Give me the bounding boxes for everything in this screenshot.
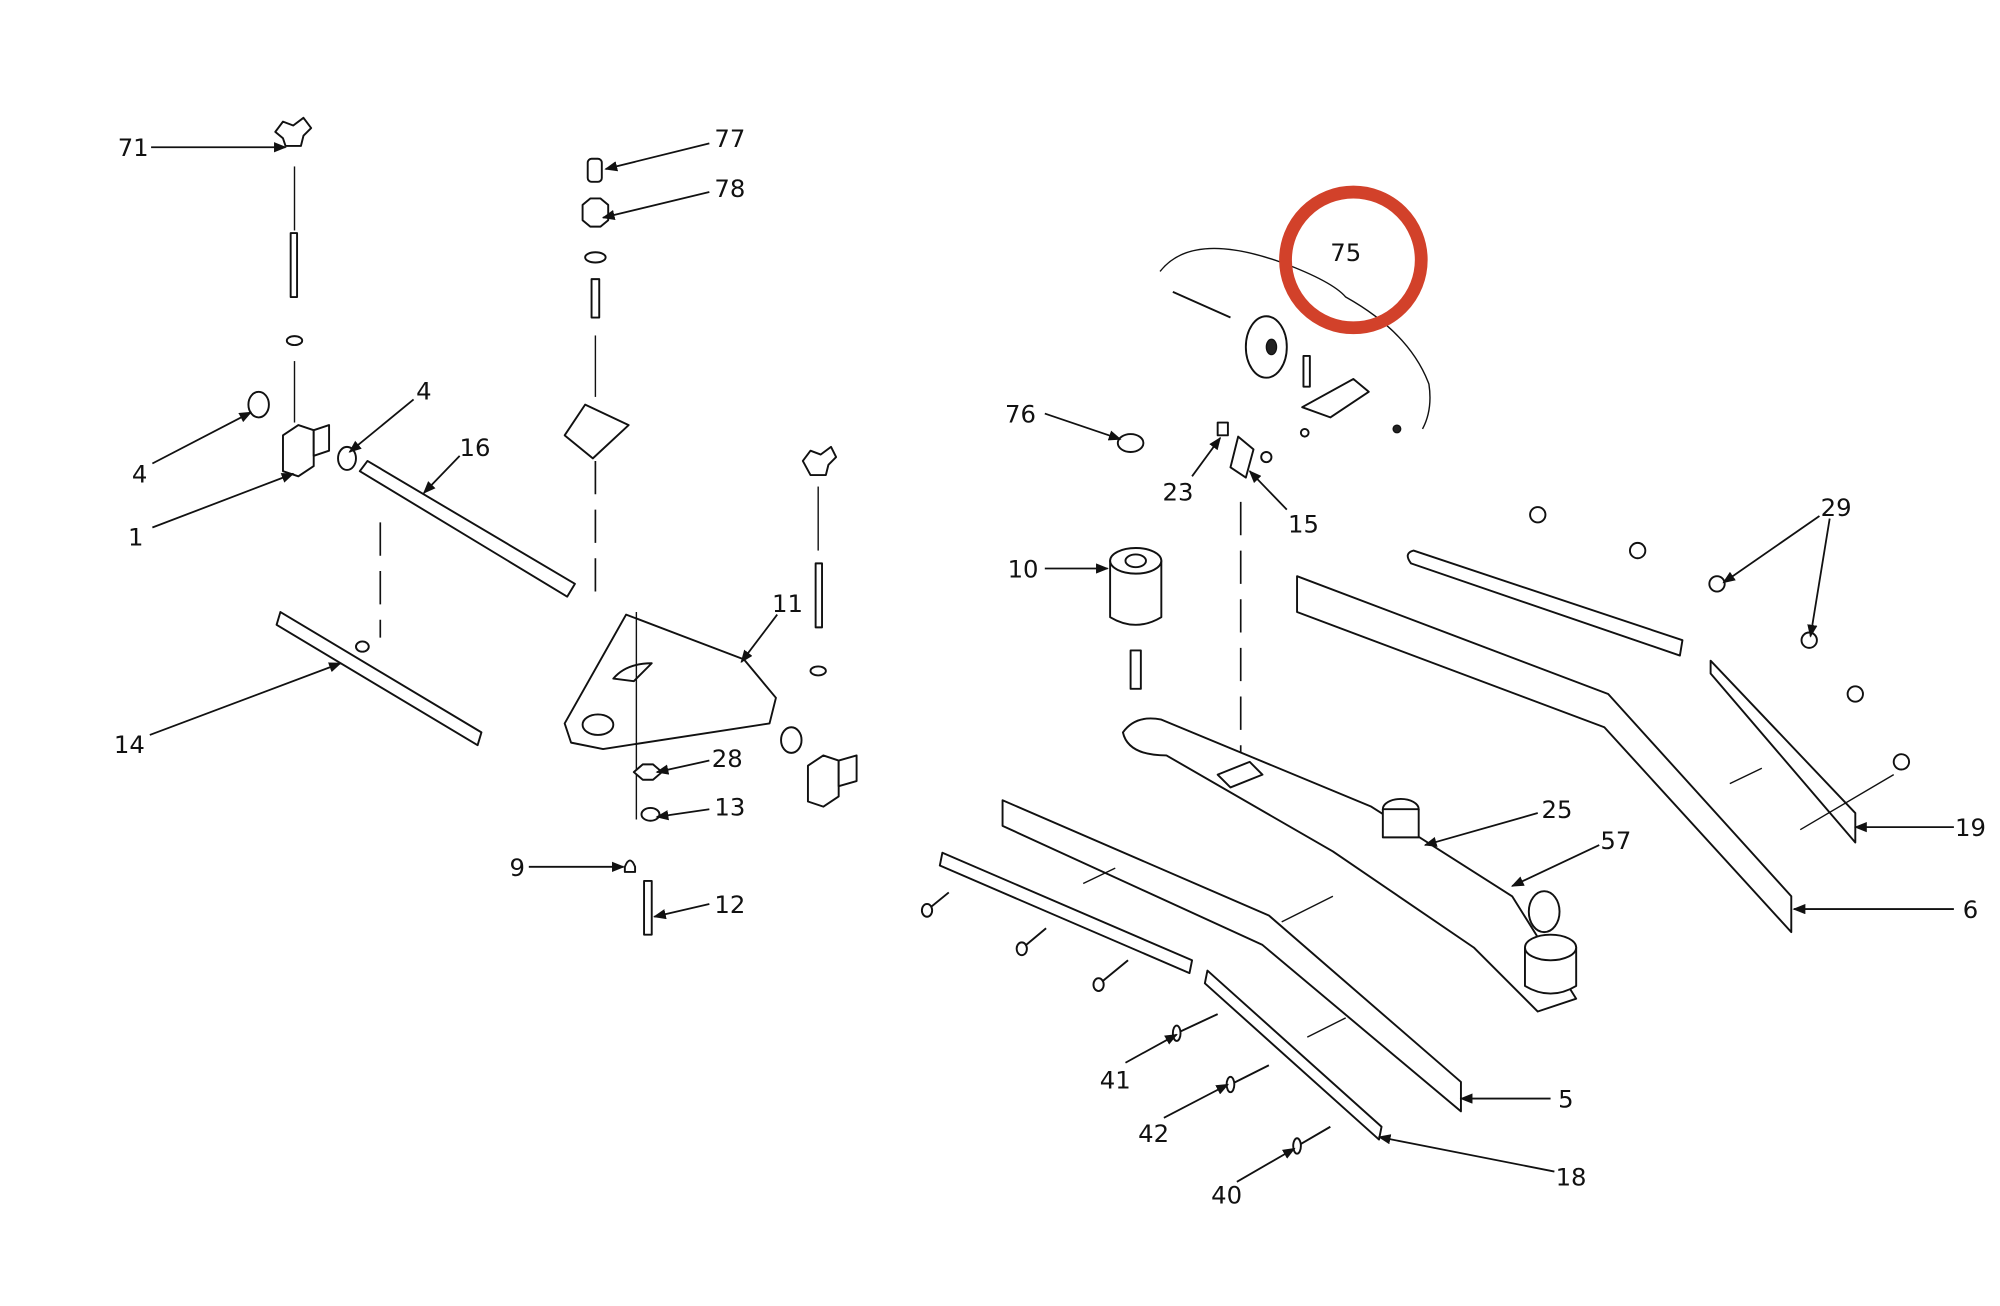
- bearing-part-4-right: [337, 445, 357, 471]
- callout-28[interactable]: 28: [712, 744, 743, 773]
- callout-13[interactable]: 13: [714, 793, 745, 822]
- bolt: [1129, 649, 1142, 690]
- washer: [809, 665, 827, 677]
- callout-23[interactable]: 23: [1163, 478, 1194, 507]
- callout-9[interactable]: 9: [510, 853, 525, 882]
- callout-76[interactable]: 76: [1005, 400, 1036, 429]
- knob-part-71: [274, 116, 313, 231]
- rail-part-5: [1001, 799, 1462, 1113]
- plate-part-11: [563, 613, 777, 750]
- bolt-part-41: [1171, 1024, 1182, 1042]
- mount-bracket: [563, 403, 630, 460]
- rail-part-19: [1709, 659, 1857, 844]
- threaded-rod: [289, 232, 299, 299]
- main-arm: [1121, 717, 1578, 1013]
- callout-75[interactable]: 75: [1330, 238, 1361, 267]
- callout-42[interactable]: 42: [1138, 1119, 1169, 1148]
- pin-part-9: [623, 859, 637, 873]
- cap-part-76: [1116, 433, 1145, 453]
- callout-18[interactable]: 18: [1556, 1163, 1587, 1192]
- rail: [1406, 549, 1684, 657]
- knob: [801, 445, 838, 476]
- pin-part-12: [643, 879, 653, 936]
- rail: [938, 851, 1194, 975]
- callout-71[interactable]: 71: [118, 133, 149, 162]
- callout-1[interactable]: 1: [128, 522, 143, 551]
- shaft-part-16: [358, 459, 576, 598]
- callout-15[interactable]: 15: [1288, 510, 1319, 539]
- cable-part-75: [1159, 247, 1431, 430]
- bracket-part-1: [282, 424, 331, 478]
- knobs-part-29: [1529, 506, 1911, 771]
- threaded-rod: [814, 562, 823, 629]
- bearing-part-4-left: [247, 390, 270, 419]
- washer: [285, 335, 304, 347]
- rail-part-6: [1296, 575, 1793, 934]
- callout-5[interactable]: 5: [1558, 1085, 1573, 1114]
- bracket-part-15: [1229, 435, 1255, 479]
- spacer-part-77: [586, 157, 603, 183]
- callout-57[interactable]: 57: [1600, 826, 1631, 855]
- lever-arm: [1301, 378, 1370, 419]
- callout-40[interactable]: 40: [1211, 1181, 1242, 1210]
- callout-14[interactable]: 14: [114, 730, 145, 759]
- right-assembly: [920, 247, 1911, 1155]
- left-assembly: [247, 116, 858, 936]
- bolt: [590, 278, 601, 319]
- callout-11[interactable]: 11: [772, 589, 803, 618]
- callout-12[interactable]: 12: [714, 890, 745, 919]
- callout-6[interactable]: 6: [1963, 895, 1978, 924]
- callout-labels: 71 77 78 4 4 16 1 11 14 28 13 9 12 75 76…: [114, 124, 1986, 1209]
- callout-29[interactable]: 29: [1821, 493, 1852, 522]
- washer: [584, 251, 607, 264]
- spacer-part-13: [640, 806, 661, 822]
- callout-78[interactable]: 78: [714, 174, 745, 203]
- highlight-circle: [1279, 185, 1428, 335]
- callout-41[interactable]: 41: [1100, 1065, 1131, 1094]
- nut-part-78: [581, 197, 610, 228]
- callout-77[interactable]: 77: [714, 124, 745, 153]
- callout-19[interactable]: 19: [1955, 813, 1986, 842]
- leader-lines: [149, 142, 1954, 1183]
- rail-part-14: [275, 611, 483, 747]
- callout-10[interactable]: 10: [1008, 554, 1039, 583]
- roller-part-10: [1109, 547, 1163, 626]
- callout-16[interactable]: 16: [460, 433, 491, 462]
- callout-4-left[interactable]: 4: [132, 460, 147, 489]
- bolt-part-40: [1292, 1137, 1302, 1155]
- bearing: [780, 726, 803, 754]
- callout-4-right[interactable]: 4: [416, 376, 431, 405]
- pin-part-23: [1216, 421, 1229, 437]
- callout-25[interactable]: 25: [1542, 795, 1573, 824]
- bracket: [806, 754, 840, 808]
